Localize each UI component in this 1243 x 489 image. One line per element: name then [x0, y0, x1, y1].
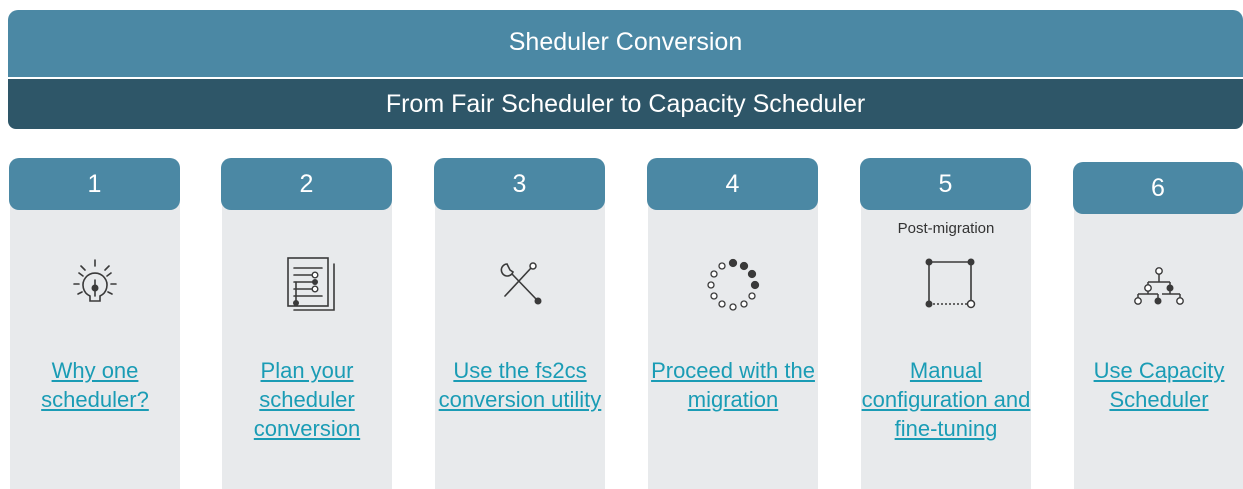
plan-document-icon — [272, 250, 342, 320]
step-number-2: 2 — [299, 169, 314, 198]
step-number-4: 4 — [725, 169, 740, 198]
step-number-tab-3: 3 — [434, 158, 605, 210]
step-number-1: 1 — [87, 169, 102, 198]
diagram-title: Sheduler Conversion — [508, 28, 743, 56]
step-number-tab-2: 2 — [221, 158, 392, 210]
step-card-2 — [222, 202, 392, 489]
link-why-one-scheduler[interactable]: Why one scheduler? — [41, 358, 149, 412]
diagram-subtitle: From Fair Scheduler to Capacity Schedule… — [385, 89, 866, 118]
link-manual-configuration[interactable]: Manual configuration and fine-tuning — [861, 358, 1031, 441]
step-number-tab-5: 5 — [860, 158, 1031, 210]
subtitle-banner: From Fair Scheduler to Capacity Schedule… — [8, 79, 1243, 129]
link-plan-scheduler-conversion[interactable]: Plan your scheduler conversion — [253, 358, 361, 441]
step-number-tab-1: 1 — [9, 158, 180, 210]
step-card-1 — [10, 202, 180, 489]
step-number-tab-6: 6 — [1073, 162, 1243, 214]
step-card-3 — [435, 202, 605, 489]
hierarchy-tree-icon — [1124, 250, 1194, 320]
square-nodes-icon — [911, 250, 981, 320]
step-number-5: 5 — [938, 169, 953, 198]
link-use-fs2cs-utility[interactable]: Use the fs2cs conversion utility — [438, 358, 602, 412]
title-banner: Sheduler Conversion — [8, 10, 1243, 77]
link-proceed-migration[interactable]: Proceed with the migration — [651, 358, 815, 412]
post-migration-label: Post-migration — [897, 220, 995, 237]
step-card-5 — [861, 202, 1031, 489]
step-number-6: 6 — [1151, 173, 1165, 202]
lightbulb-icon — [60, 250, 130, 320]
step-number-3: 3 — [512, 169, 527, 198]
progress-circle-icon — [698, 250, 768, 320]
step-card-4 — [648, 202, 818, 489]
step-card-6 — [1074, 202, 1243, 489]
step-number-tab-4: 4 — [647, 158, 818, 210]
tools-icon — [485, 250, 555, 320]
link-use-capacity-scheduler[interactable]: Use Capacity Scheduler — [1093, 358, 1225, 412]
